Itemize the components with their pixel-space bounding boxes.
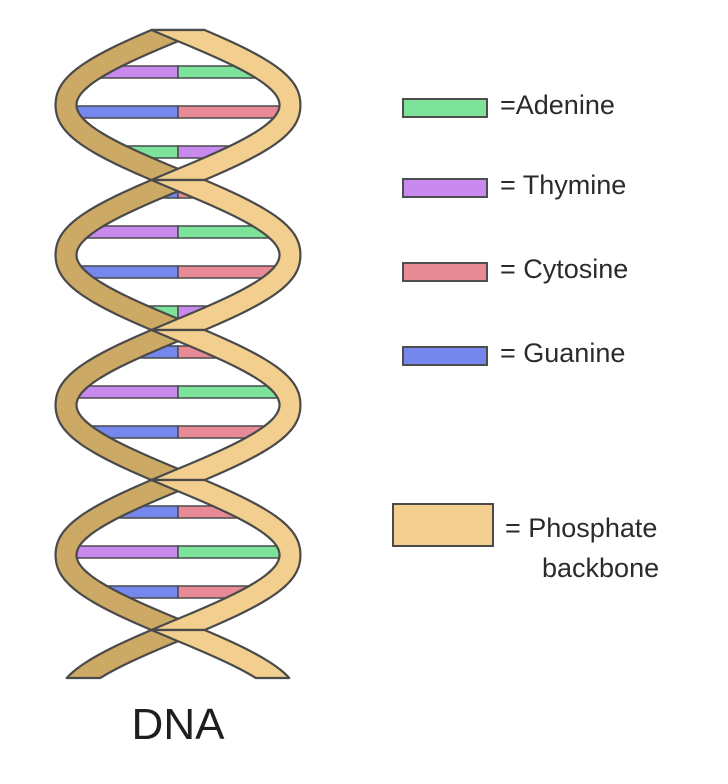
base-pair-left bbox=[70, 105, 179, 119]
legend-label-thymine: = Thymine bbox=[500, 170, 627, 200]
legend-swatch-adenine bbox=[402, 98, 488, 118]
legend-label-line-2: backbone bbox=[542, 553, 660, 583]
base-pair-right bbox=[177, 385, 283, 399]
legend-swatch-phosphate-backbone bbox=[392, 503, 494, 547]
phosphate-backbone-strand bbox=[65, 628, 206, 680]
legend-label-guanine: = Guanine bbox=[500, 338, 626, 368]
dna-double-helix bbox=[54, 28, 302, 680]
legend-label-line-1: = Phosphate bbox=[505, 513, 658, 543]
legend-label-adenine: =Adenine bbox=[500, 90, 615, 120]
legend-label-phosphate-backbone: = Phosphate backbone bbox=[505, 508, 659, 588]
base-pair-left bbox=[73, 385, 179, 399]
legend-swatch-guanine bbox=[402, 346, 488, 366]
legend-label-cytosine: = Cytosine bbox=[500, 254, 629, 284]
legend-swatch-cytosine bbox=[402, 262, 488, 282]
base-pair-right bbox=[177, 545, 287, 559]
phosphate-backbone-strand bbox=[150, 628, 291, 680]
base-pair-right bbox=[177, 105, 286, 119]
diagram-title: DNA bbox=[131, 700, 225, 749]
base-pair-left bbox=[69, 545, 179, 559]
legend-swatch-thymine bbox=[402, 178, 488, 198]
